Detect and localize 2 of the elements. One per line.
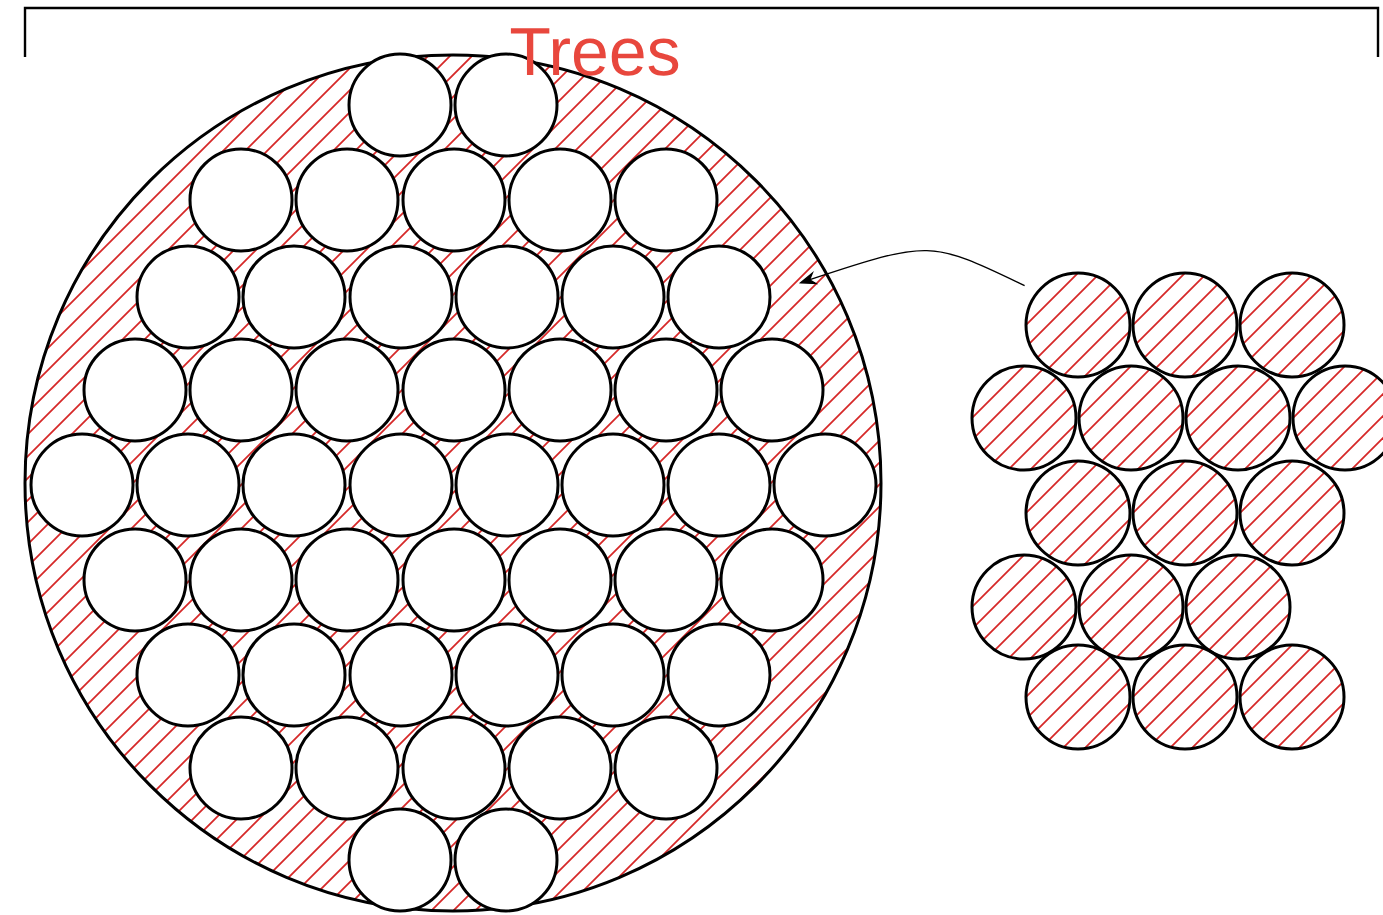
- hatched-circles-drawing: [970, 271, 1383, 751]
- title-label: Trees: [510, 28, 679, 76]
